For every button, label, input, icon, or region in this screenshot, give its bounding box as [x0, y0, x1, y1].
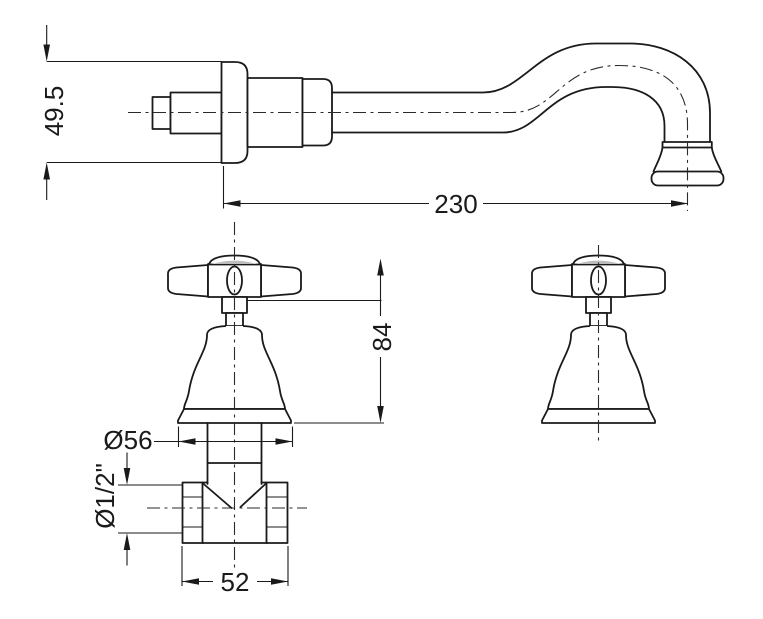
dimension-thread-size: Ø1/2" [90, 452, 183, 566]
spout-centerline [128, 64, 689, 211]
valve-seat-v-right [239, 482, 268, 508]
dim-label-thread-size: Ø1/2" [90, 463, 120, 529]
dimension-valve-height: 84 [247, 258, 397, 424]
dim-label-body-width: 52 [221, 567, 250, 597]
spout-tube-top-edge [331, 42, 711, 143]
nut-facet-lines [182, 496, 288, 528]
dimension-spout-flange-height: 49.5 [39, 25, 222, 200]
dimension-spout-reach: 230 [222, 166, 688, 219]
dim-label-valve-height: 84 [367, 323, 397, 352]
spout-side-view [151, 42, 725, 187]
spout-outlet-flare-left [652, 146, 664, 173]
spout-tube-bottom-edge [331, 86, 666, 143]
spout-body-collar [301, 78, 333, 147]
dim-label-escutcheon-diameter: Ø56 [103, 425, 152, 455]
union-nut-right [265, 481, 289, 544]
dimension-body-width: 52 [181, 546, 289, 597]
union-nut-left [181, 481, 204, 544]
dim-label-spout-flange-height: 49.5 [39, 86, 69, 137]
valve-seat-v-left [201, 482, 233, 509]
dim-label-spout-reach: 230 [434, 189, 477, 219]
left-valve-body [181, 422, 289, 544]
dimension-escutcheon-diameter: Ø56 [103, 425, 294, 455]
spout-outlet-flare-right [710, 146, 723, 173]
